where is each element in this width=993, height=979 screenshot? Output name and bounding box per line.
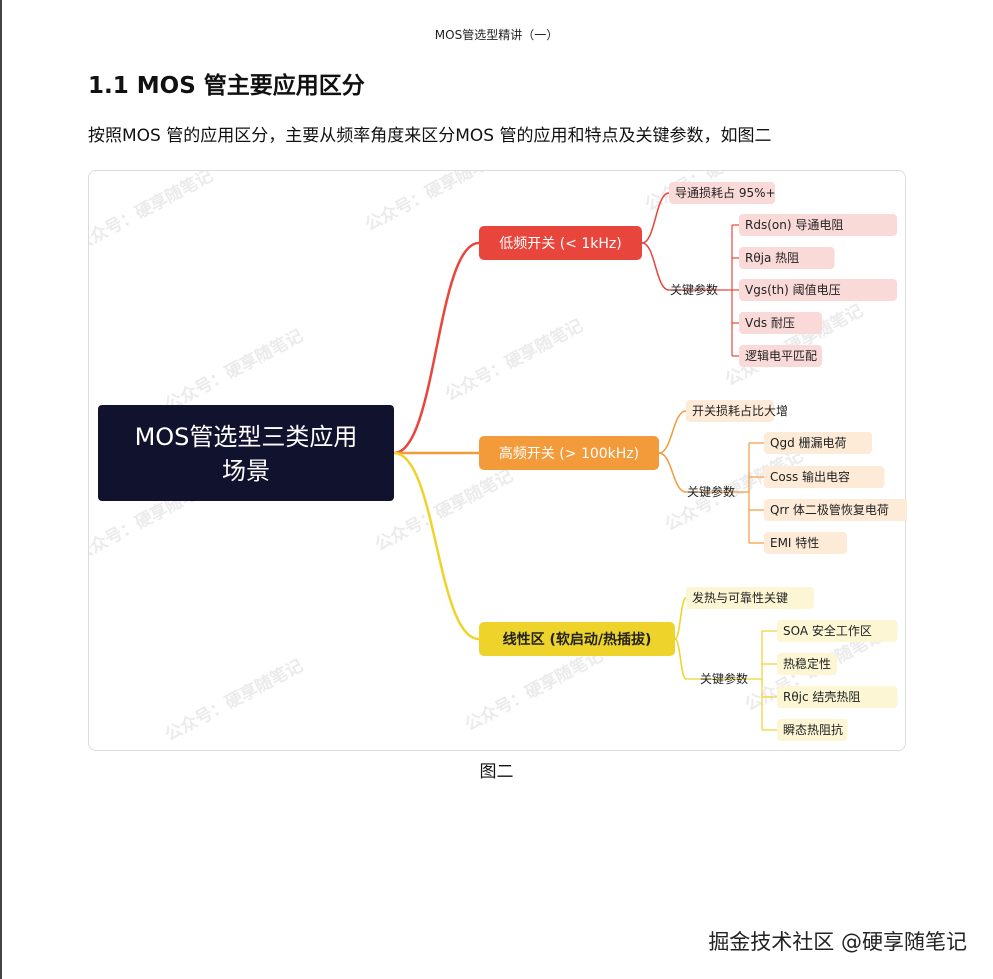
watermark-text: 公众号：硬享随笔记 <box>361 171 506 235</box>
key-params-label: 关键参数 <box>700 671 748 686</box>
mindmap-diagram: 公众号：硬享随笔记公众号：硬享随笔记公众号：硬享随笔记公众号：硬享随笔记公众号：… <box>89 171 907 745</box>
root-label-line1: MOS管选型三类应用 <box>135 423 358 451</box>
page-left-border <box>0 0 2 979</box>
mindmap-leaf-node: Rθjc 结壳热阻 <box>777 686 898 708</box>
edge-branch-item <box>658 410 687 454</box>
mindmap-item-node: 发热与可靠性关键 <box>686 587 814 609</box>
mindmap-leaf-node: Qgd 栅漏电荷 <box>764 432 872 454</box>
edge-branch-item <box>658 452 687 493</box>
mindmap-branch-node: 高频开关 (> 100kHz) <box>479 436 659 470</box>
edge-branch-item <box>641 192 670 244</box>
key-params-label: 关键参数 <box>670 282 718 297</box>
edge-branch-item <box>641 242 670 291</box>
watermark-text: 公众号：硬享随笔记 <box>441 315 586 405</box>
leaf-label: 逻辑电平匹配 <box>745 349 817 363</box>
mindmap-leaf-node: Qrr 体二极管恢复电荷 <box>764 499 907 521</box>
mindmap-leaf-node: EMI 特性 <box>764 532 847 554</box>
mindmap-branch-node: 线性区 (软启动/热插拔) <box>479 622 675 656</box>
mindmap-item-node: 关键参数 Qgd 栅漏电荷 Coss 输出电容 Qrr 体二极管恢复电荷 EMI 特性 <box>686 432 907 554</box>
branch-label: 高频开关 (> 100kHz) <box>499 445 639 462</box>
section-intro: 按照MOS 管的应用区分，主要从频率角度来区分MOS 管的应用和特点及关键参数，… <box>88 126 772 146</box>
mindmap-leaf-node: Vds 耐压 <box>739 312 822 334</box>
footer-credit: 掘金技术社区 @硬享随笔记 <box>708 930 967 954</box>
section-heading: 1.1 MOS 管主要应用区分 <box>88 73 365 99</box>
mindmap-branch-node: 低频开关 (< 1kHz) <box>479 226 642 260</box>
edge-branch-item <box>674 597 687 640</box>
edge-root-branch <box>393 241 480 455</box>
root-label-line2: 场景 <box>222 457 270 485</box>
item-label: 导通损耗占 95%+ <box>675 185 776 200</box>
leaf-label: 瞬态热阻抗 <box>783 722 843 737</box>
key-params-label: 关键参数 <box>687 484 735 499</box>
watermark-text: 公众号：硬享随笔记 <box>161 325 306 415</box>
mindmap-edges <box>393 192 687 680</box>
mindmap-leaf-node: 瞬态热阻抗 <box>777 719 848 741</box>
mindmap-leaf-node: SOA 安全工作区 <box>777 620 898 642</box>
leaf-label: SOA 安全工作区 <box>783 623 872 638</box>
mindmap-leaf-node: 热稳定性 <box>777 653 837 675</box>
leaf-label: Vgs(th) 阈值电压 <box>745 282 841 297</box>
leaf-label: EMI 特性 <box>770 535 819 550</box>
leaf-label: Rθja 热阻 <box>745 251 799 265</box>
figure-caption: 图二 <box>479 762 514 782</box>
mindmap-leaf-node: 逻辑电平匹配 <box>739 345 822 367</box>
leaf-label: Vds 耐压 <box>745 316 795 330</box>
leaf-label: Qrr 体二极管恢复电荷 <box>770 502 889 517</box>
watermark-text: 公众号：硬享随笔记 <box>89 171 216 255</box>
watermark-text: 公众号：硬享随笔记 <box>161 655 306 745</box>
figure-mindmap-frame: 公众号：硬享随笔记公众号：硬享随笔记公众号：硬享随笔记公众号：硬享随笔记公众号：… <box>88 170 907 751</box>
leaf-label: Rds(on) 导通电阻 <box>745 218 843 232</box>
branch-label: 低频开关 (< 1kHz) <box>499 236 621 252</box>
branch-label: 线性区 (软启动/热插拔) <box>503 631 652 648</box>
mindmap-item-node: 导通损耗占 95%+ <box>669 182 776 204</box>
mindmap-leaf-node: Vgs(th) 阈值电压 <box>739 279 897 301</box>
leaf-label: Coss 输出电容 <box>770 469 850 484</box>
edge-root-branch <box>393 451 480 641</box>
document-header: MOS管选型精讲（一） <box>434 28 559 42</box>
mindmap-item-node: 关键参数 Rds(on) 导通电阻 Rθja 热阻 Vgs(th) 阈值电压 Vds 耐… <box>669 214 897 367</box>
mindmap-item-node: 开关损耗占比大增 <box>686 400 788 422</box>
mindmap-leaf-node: Rds(on) 导通电阻 <box>739 214 897 236</box>
item-label: 发热与可靠性关键 <box>692 590 788 605</box>
leaf-label: 热稳定性 <box>783 656 831 671</box>
mindmap-leaf-node: Coss 输出电容 <box>764 466 885 488</box>
leaf-label: Rθjc 结壳热阻 <box>783 690 860 704</box>
item-label: 开关损耗占比大增 <box>692 403 788 418</box>
edge-branch-item <box>674 638 687 680</box>
leaf-label: Qgd 栅漏电荷 <box>770 435 847 450</box>
watermark-text: 公众号：硬享随笔记 <box>461 645 606 735</box>
mindmap-leaf-node: Rθja 热阻 <box>739 247 835 269</box>
